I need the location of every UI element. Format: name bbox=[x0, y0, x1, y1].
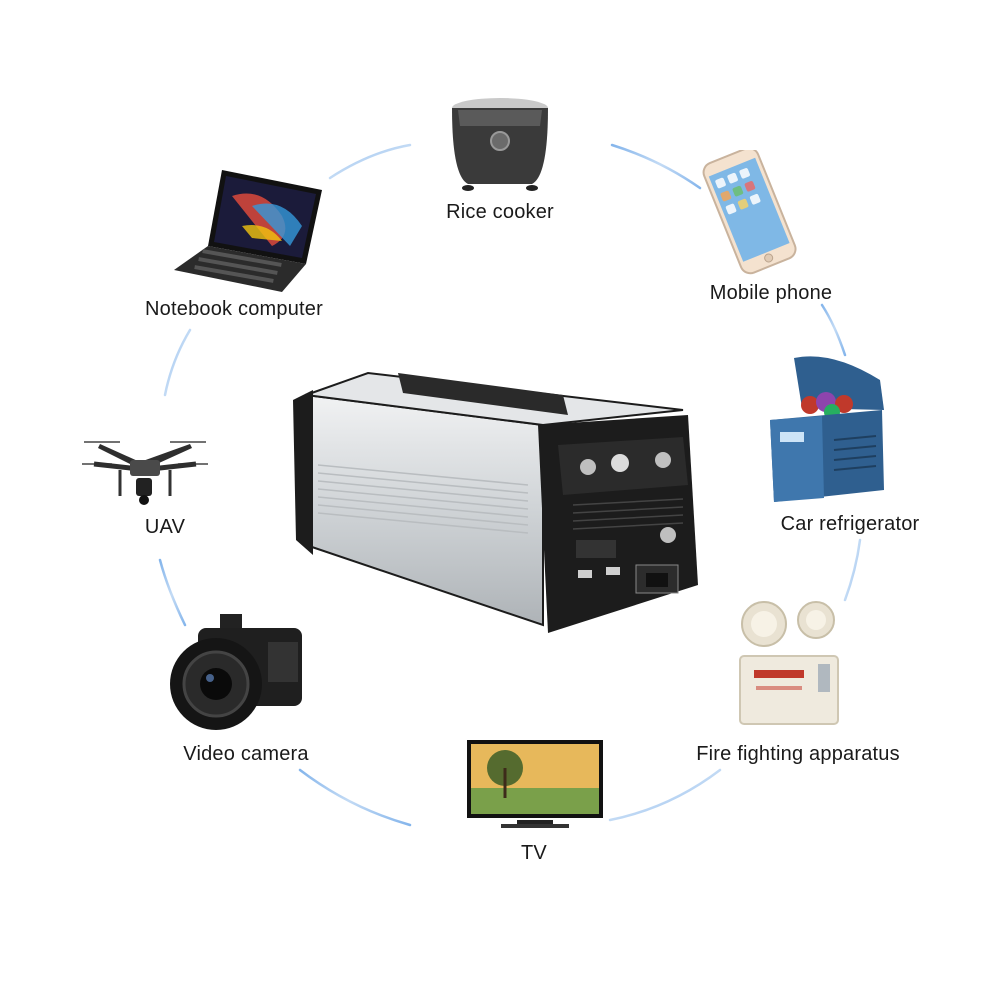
car-refrigerator-device bbox=[762, 350, 888, 506]
video-camera-label: Video camera bbox=[183, 743, 309, 765]
tv-device bbox=[465, 738, 605, 830]
portable-power-station bbox=[288, 355, 708, 645]
ring-arc-right-lower bbox=[843, 538, 862, 602]
mobile-phone-label: Mobile phone bbox=[709, 282, 833, 304]
ring-arc-bottom-left bbox=[298, 768, 412, 827]
notebook-computer-label: Notebook computer bbox=[145, 298, 323, 320]
uav-label: UAV bbox=[144, 516, 186, 538]
uav-device bbox=[80, 434, 210, 510]
carry-handle bbox=[398, 373, 568, 415]
ring-arc-top-left bbox=[328, 143, 412, 180]
fire-fighting-apparatus-label: Fire fighting apparatus bbox=[696, 743, 900, 765]
notebook-computer-device bbox=[172, 166, 324, 294]
fire-fighting-apparatus-device bbox=[732, 598, 842, 728]
ring-arc-top-right bbox=[610, 143, 702, 190]
mobile-phone-device bbox=[693, 150, 805, 275]
car-refrigerator-label: Car refrigerator bbox=[780, 513, 920, 535]
rice-cooker-label: Rice cooker bbox=[446, 201, 554, 223]
rice-cooker-device bbox=[448, 96, 552, 196]
video-camera-device bbox=[158, 612, 304, 734]
ring-arc-bottom-right bbox=[608, 768, 722, 822]
ring-arc-right-upper bbox=[820, 303, 847, 357]
ring-arc-left-lower bbox=[158, 558, 187, 627]
ring-arc-left-upper bbox=[163, 328, 192, 397]
tv-label: TV bbox=[521, 842, 547, 864]
